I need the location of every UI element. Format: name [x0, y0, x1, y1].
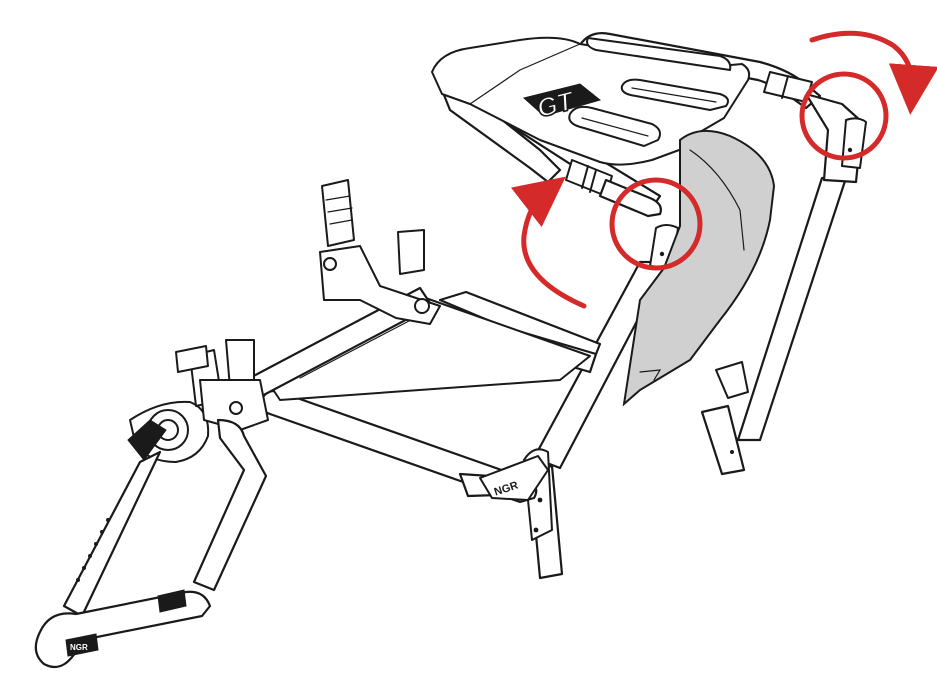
highlight-callouts — [609, 71, 889, 271]
ngr-bracket: NGR — [479, 455, 549, 501]
rotate-arrow-left — [510, 176, 587, 309]
seat-back-frame: GT — [431, 32, 867, 580]
seat-base-frame: NGR — [244, 286, 602, 504]
callout-left-joint — [609, 177, 703, 271]
seat-back-cushion — [622, 129, 776, 407]
front-frame: NGR — [34, 179, 441, 669]
ngr-label-foot: NGR — [70, 643, 88, 652]
callout-right-joint — [799, 71, 889, 161]
rotate-arrow-right — [809, 30, 937, 115]
rotation-arrows — [510, 30, 937, 309]
